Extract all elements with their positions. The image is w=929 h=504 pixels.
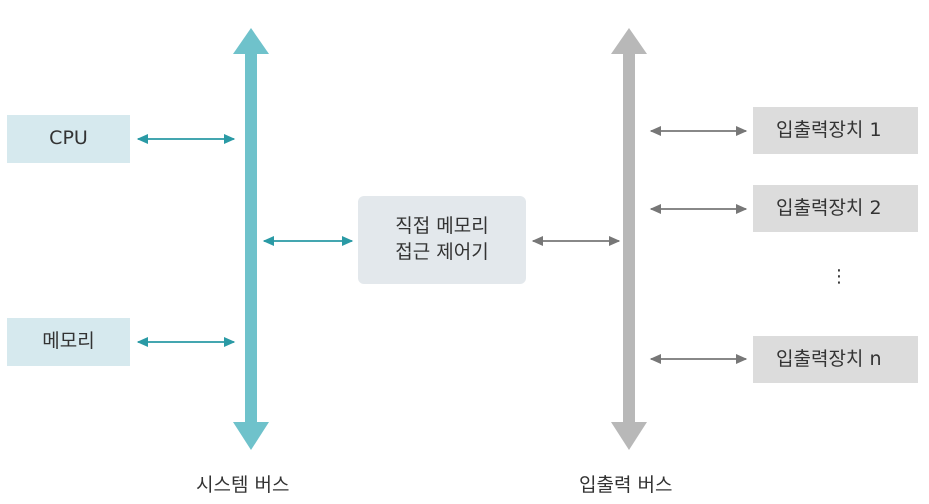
io-device-n-label: 입출력장치 n bbox=[776, 347, 882, 370]
system-bus-arrow-up bbox=[233, 28, 269, 54]
io-bus-label: 입출력 버스 bbox=[579, 474, 673, 496]
io-device-2-label: 입출력장치 2 bbox=[776, 196, 882, 219]
io-bus-arrow-down bbox=[611, 422, 647, 450]
io-bus-arrow-up bbox=[611, 28, 647, 54]
dma-controller-label-line1: 직접 메모리 bbox=[395, 215, 489, 238]
memory-label: 메모리 bbox=[42, 330, 95, 353]
cpu-box: CPU bbox=[7, 115, 130, 163]
io-bus-shaft bbox=[623, 52, 635, 424]
io-bus bbox=[611, 28, 647, 450]
cpu-label: CPU bbox=[49, 127, 88, 150]
io-device-1-box: 입출력장치 1 bbox=[753, 107, 918, 154]
system-bus-shaft bbox=[245, 52, 257, 424]
system-bus-arrow-down bbox=[233, 422, 269, 450]
system-bus-label: 시스템 버스 bbox=[196, 474, 290, 496]
dma-controller-box: 직접 메모리 접근 제어기 bbox=[358, 196, 526, 284]
io-device-2-box: 입출력장치 2 bbox=[753, 185, 918, 232]
io-device-1-label: 입출력장치 1 bbox=[776, 118, 882, 141]
io-devices-ellipsis: ⋮ bbox=[830, 266, 848, 287]
system-bus bbox=[233, 28, 269, 450]
dma-controller-label-line2: 접근 제어기 bbox=[395, 241, 489, 263]
io-device-n-box: 입출력장치 n bbox=[753, 336, 918, 383]
memory-box: 메모리 bbox=[7, 318, 130, 366]
